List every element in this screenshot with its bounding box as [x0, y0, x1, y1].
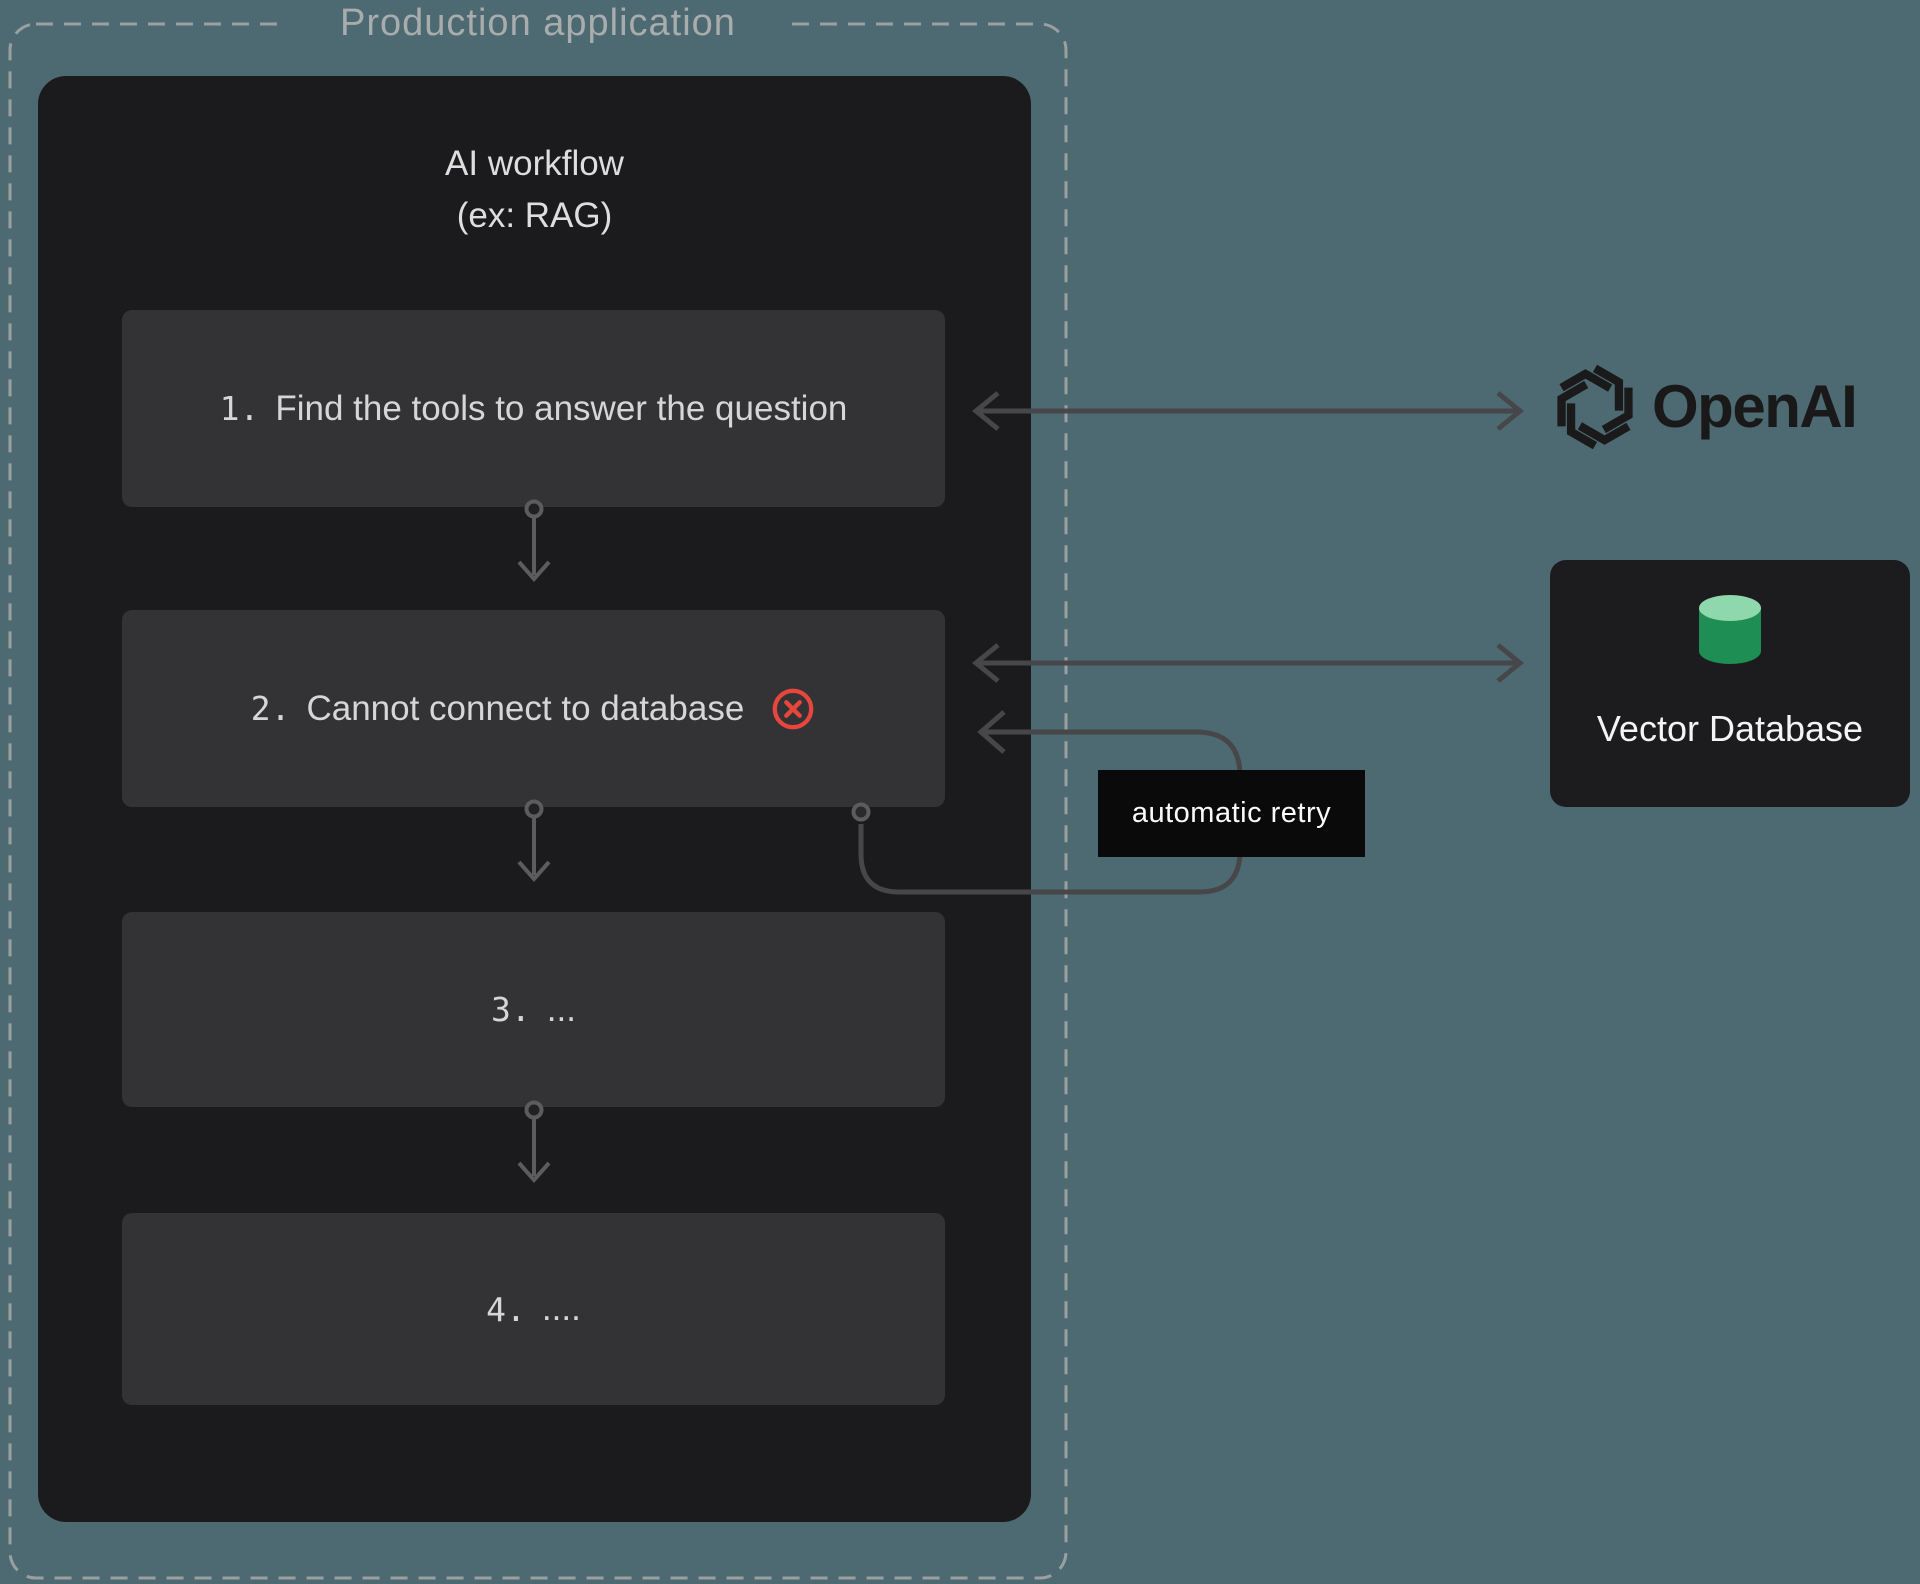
production-app-border [8, 22, 1068, 1580]
ai-workflow-title: AI workflow (ex: RAG) [38, 138, 1031, 242]
ai-workflow-title-line2: (ex: RAG) [456, 196, 613, 235]
arrow-step2-vectordb-bidirectional [972, 643, 1524, 683]
step-3-label: ... [546, 989, 576, 1029]
arrow-step1-to-step2 [517, 499, 551, 583]
step-2-number: 2. [250, 689, 291, 728]
error-icon [772, 688, 814, 729]
step-1-label: Find the tools to answer the question [275, 388, 848, 428]
vector-database-card: Vector Database [1550, 560, 1910, 807]
vector-database-label: Vector Database [1596, 708, 1864, 749]
openai-logo-icon [1557, 364, 1633, 450]
step-3-number: 3. [491, 990, 531, 1029]
retry-loop-arrow [851, 710, 1243, 895]
arrow-step2-to-step3 [517, 799, 551, 883]
step-3-box: 3. ... [122, 912, 945, 1107]
step-1-box: 1. Find the tools to answer the question [122, 310, 945, 507]
step-4-label: .... [541, 1289, 581, 1328]
step-1-number: 1. [219, 389, 260, 428]
step-4-number: 4. [486, 1289, 526, 1329]
step-2-box: 2. Cannot connect to database [122, 610, 945, 807]
ai-workflow-title-line1: AI workflow [445, 144, 624, 183]
step-2-label: Cannot connect to database [306, 688, 745, 728]
database-cylinder-icon [1699, 595, 1761, 664]
production-app-label: Production application [288, 0, 788, 46]
openai-wordmark: OpenAI [1652, 373, 1858, 440]
arrow-step3-to-step4 [517, 1100, 551, 1184]
step-4-box: 4. .... [122, 1213, 945, 1405]
arrow-step1-openai-bidirectional [972, 391, 1524, 431]
automatic-retry-label: automatic retry [1098, 770, 1365, 857]
